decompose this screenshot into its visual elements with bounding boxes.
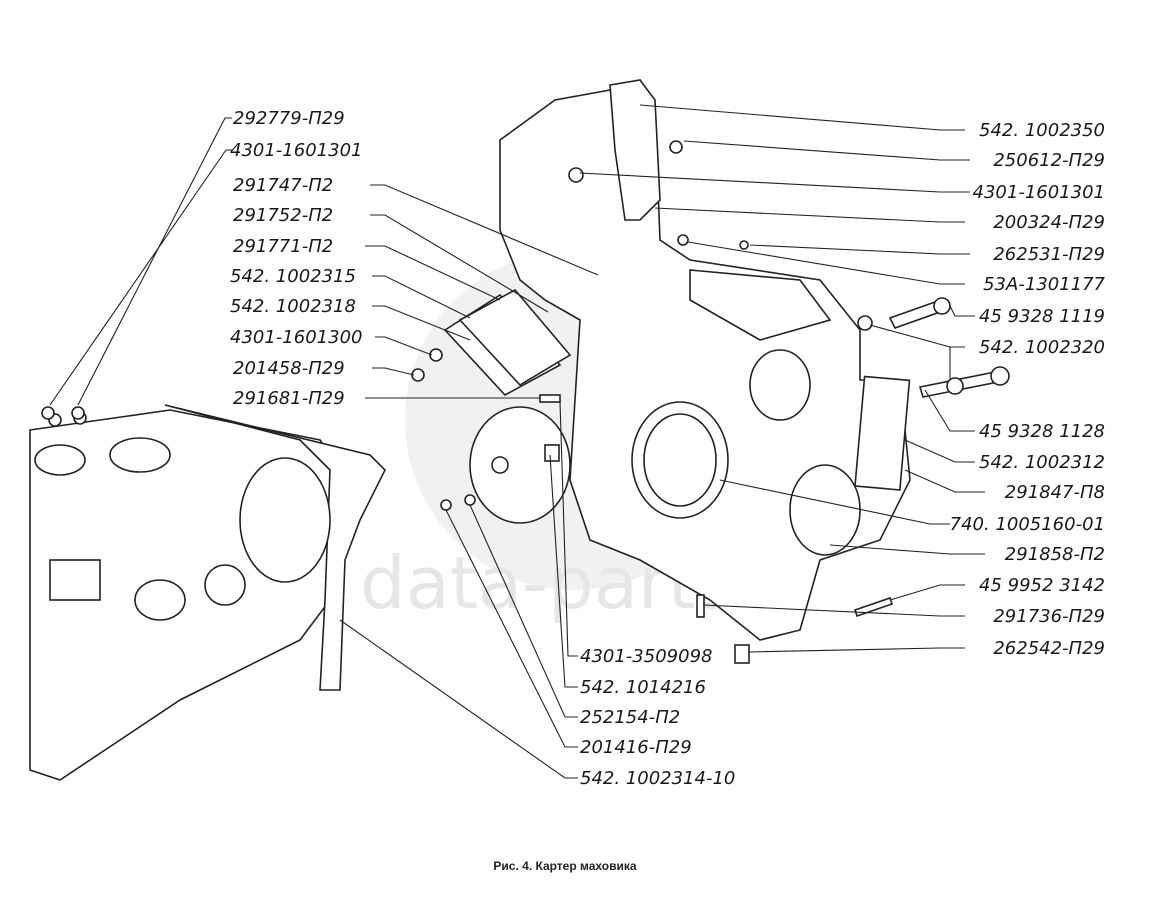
figure-caption: Рис. 4. Картер маховика <box>493 859 636 873</box>
part-label: 291847-П8 <box>1005 482 1105 503</box>
part-label: 262542-П29 <box>993 638 1105 659</box>
part-label: 291747-П2 <box>233 175 333 196</box>
fasteners <box>41 140 1010 664</box>
leader-lines <box>49 104 985 779</box>
part-label: 201458-П29 <box>233 358 345 379</box>
part-label: 45 9328 1119 <box>979 306 1105 327</box>
part-label: 291771-П2 <box>233 236 333 257</box>
engine-block <box>29 404 386 781</box>
part-label: 542. 1002314-10 <box>580 768 735 789</box>
part-label: 291858-П2 <box>1005 544 1105 565</box>
flywheel-housing <box>499 79 911 641</box>
part-label: 252154-П2 <box>580 707 680 728</box>
part-label: 53А-1301177 <box>983 274 1105 295</box>
part-label: 4301-1601301 <box>973 182 1105 203</box>
bottom-labels: 4301-3509098 542. 1014216 252154-П2 2014… <box>580 646 735 789</box>
part-label: 4301-1601300 <box>230 327 362 348</box>
hatch-cover <box>443 288 572 397</box>
part-label: 291736-П29 <box>993 606 1105 627</box>
part-label: 262531-П29 <box>993 244 1105 265</box>
part-label: 45 9328 1128 <box>979 421 1105 442</box>
part-label: 542. 1002315 <box>230 266 356 287</box>
part-label: 542. 1002318 <box>230 296 356 317</box>
part-label: 4301-3509098 <box>580 646 712 667</box>
right-labels: 542. 1002350 250612-П29 4301-1601301 200… <box>950 120 1106 659</box>
part-label: 201416-П29 <box>580 737 692 758</box>
cover-plate <box>469 406 571 524</box>
part-label: 542. 1014216 <box>580 677 706 698</box>
part-label: 4301-1601301 <box>230 140 362 161</box>
part-label: 740. 1005160-01 <box>950 514 1105 535</box>
part-label: 200324-П29 <box>993 212 1105 233</box>
part-label: 250612-П29 <box>993 150 1105 171</box>
part-label: 542. 1002320 <box>979 337 1105 358</box>
part-label: 291681-П29 <box>233 388 345 409</box>
left-labels: 292779-П29 4301-1601301 291747-П2 291752… <box>230 108 362 409</box>
part-label: 542. 1002312 <box>979 452 1105 473</box>
part-label: 292779-П29 <box>233 108 345 129</box>
part-label: 45 9952 3142 <box>979 575 1105 596</box>
part-label: 291752-П2 <box>233 205 333 226</box>
part-label: 542. 1002350 <box>979 120 1105 141</box>
